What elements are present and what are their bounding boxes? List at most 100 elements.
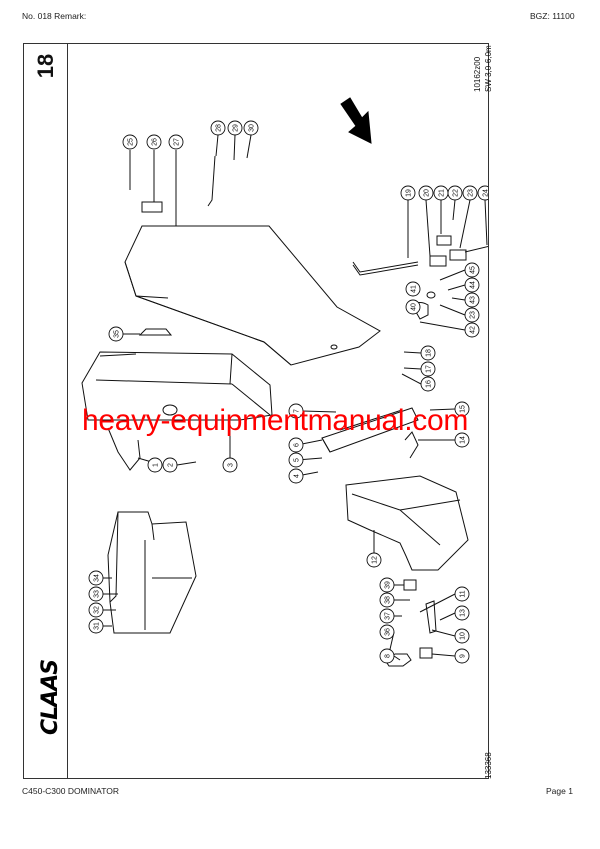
svg-text:7: 7	[294, 409, 301, 413]
watermark-text: heavy-equipmentmanual.com	[82, 404, 469, 437]
svg-text:35: 35	[114, 330, 121, 338]
callout-36	[379, 624, 395, 640]
callout-4	[288, 468, 304, 484]
callout-1	[147, 457, 163, 473]
callout-23b	[464, 307, 480, 323]
exploded-parts-diagram: 25 26 27 28 29 30 19 20 21 22 23 24 45 4…	[81, 97, 489, 667]
callout-44	[464, 277, 480, 293]
callout-23a	[462, 185, 478, 201]
svg-text:37: 37	[385, 612, 392, 620]
callout-9	[454, 648, 470, 664]
svg-text:13: 13	[460, 609, 467, 617]
svg-text:19: 19	[406, 189, 413, 197]
svg-text:33: 33	[94, 590, 101, 598]
callout-5	[288, 452, 304, 468]
callout-20	[418, 185, 434, 201]
callout-3	[222, 457, 238, 473]
callout-15	[454, 401, 470, 417]
callout-42	[464, 322, 480, 338]
footer-left: C450-C300 DOMINATOR	[22, 786, 119, 796]
svg-text:36: 36	[385, 628, 392, 636]
svg-text:16: 16	[426, 380, 433, 388]
callout-12	[366, 552, 382, 568]
svg-text:24: 24	[483, 189, 489, 197]
arrow-down-right-icon	[340, 97, 372, 144]
svg-text:27: 27	[174, 138, 181, 146]
svg-text:2: 2	[168, 463, 175, 467]
svg-text:31: 31	[94, 622, 101, 630]
callout-17	[420, 361, 436, 377]
callout-26	[146, 134, 162, 150]
claas-logo: CLAAS	[38, 659, 63, 735]
svg-text:30: 30	[249, 124, 256, 132]
callout-38	[379, 592, 395, 608]
callout-35	[108, 326, 124, 342]
svg-text:43: 43	[470, 296, 477, 304]
svg-text:8: 8	[385, 654, 392, 658]
callout-2	[162, 457, 178, 473]
svg-text:45: 45	[470, 266, 477, 274]
svg-text:18: 18	[426, 349, 433, 357]
callout-25	[122, 134, 138, 150]
svg-text:44: 44	[470, 281, 477, 289]
callout-34	[88, 570, 104, 586]
header-right: BGZ: 11100	[530, 11, 575, 21]
cover-plate-27	[124, 225, 381, 366]
callout-30	[243, 120, 259, 136]
footer-right: Page 1	[546, 786, 573, 796]
svg-text:23: 23	[470, 311, 477, 319]
svg-text:32: 32	[94, 606, 101, 614]
callout-29	[227, 120, 243, 136]
callout-13	[454, 605, 470, 621]
callout-45	[464, 262, 480, 278]
svg-text:29: 29	[233, 124, 240, 132]
callout-37	[379, 608, 395, 624]
svg-text:10: 10	[460, 632, 467, 640]
svg-text:41: 41	[411, 285, 418, 293]
header-left: No. 018 Remark:	[22, 11, 87, 21]
callout-18	[420, 345, 436, 361]
svg-text:20: 20	[424, 189, 431, 197]
callout-22	[447, 185, 463, 201]
svg-text:1: 1	[153, 463, 160, 467]
callout-10	[454, 628, 470, 644]
callout-19	[400, 185, 416, 201]
svg-text:26: 26	[152, 138, 159, 146]
svg-text:25: 25	[128, 138, 135, 146]
svg-text:42: 42	[470, 326, 477, 334]
callout-8	[379, 648, 395, 664]
callout-28	[210, 120, 226, 136]
svg-text:38: 38	[385, 596, 392, 604]
title-column	[23, 43, 68, 779]
svg-text:14: 14	[460, 436, 467, 444]
svg-text:17: 17	[426, 365, 433, 373]
callout-40	[405, 299, 421, 315]
box-assembly	[109, 511, 197, 634]
drawing-frame	[23, 43, 489, 779]
svg-text:28: 28	[216, 124, 223, 132]
callout-33	[88, 586, 104, 602]
svg-text:15: 15	[460, 405, 467, 413]
callout-16	[420, 376, 436, 392]
svg-text:11: 11	[460, 590, 467, 597]
cover-12	[345, 475, 469, 571]
callout-39	[379, 577, 395, 593]
svg-text:5: 5	[294, 458, 301, 462]
callout-11	[454, 586, 470, 602]
svg-text:23: 23	[468, 189, 475, 197]
callout-6	[288, 437, 304, 453]
callout-27	[168, 134, 184, 150]
callout-7	[288, 403, 304, 419]
callout-31	[88, 618, 104, 634]
svg-text:9: 9	[460, 654, 467, 658]
callout-32	[88, 602, 104, 618]
svg-text:6: 6	[294, 443, 301, 447]
callout-41	[405, 281, 421, 297]
callout-24	[477, 185, 488, 201]
svg-text:21: 21	[439, 189, 446, 197]
svg-text:3: 3	[228, 463, 235, 467]
svg-text:39: 39	[385, 581, 392, 589]
callout-43	[464, 292, 480, 308]
svg-text:40: 40	[411, 303, 418, 311]
svg-text:4: 4	[294, 474, 301, 478]
